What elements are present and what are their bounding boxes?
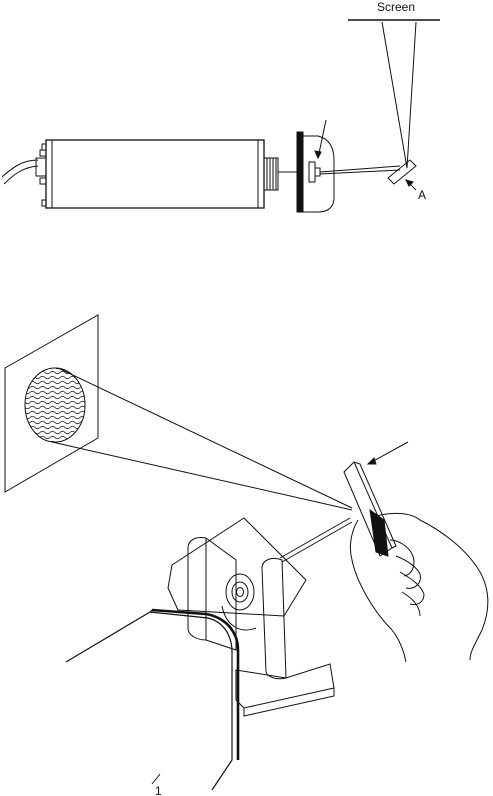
top-setup: Screen xyxy=(2,0,440,212)
projected-spot xyxy=(25,368,85,442)
mirror-a-pointer xyxy=(406,180,416,190)
base-plate xyxy=(236,664,334,716)
mirror-a-label: A xyxy=(418,188,426,202)
hand-held-mirror xyxy=(344,462,396,556)
mirror-a xyxy=(388,160,416,184)
laser-tube xyxy=(66,610,238,790)
base-label: 1 xyxy=(155,784,162,796)
source-beam xyxy=(280,518,352,562)
screen-label: Screen xyxy=(377,0,415,14)
laser-body xyxy=(42,140,264,208)
lens-housing xyxy=(297,132,334,212)
connector-plug xyxy=(36,150,46,184)
laser-front-cap xyxy=(264,158,278,190)
incident-beam xyxy=(320,166,400,174)
base-label-pointer xyxy=(152,774,160,784)
mirror-pointer-arrow xyxy=(368,442,408,464)
reflected-beam xyxy=(382,22,416,168)
bottom-setup: 1 xyxy=(5,315,488,796)
power-cable xyxy=(2,160,38,184)
